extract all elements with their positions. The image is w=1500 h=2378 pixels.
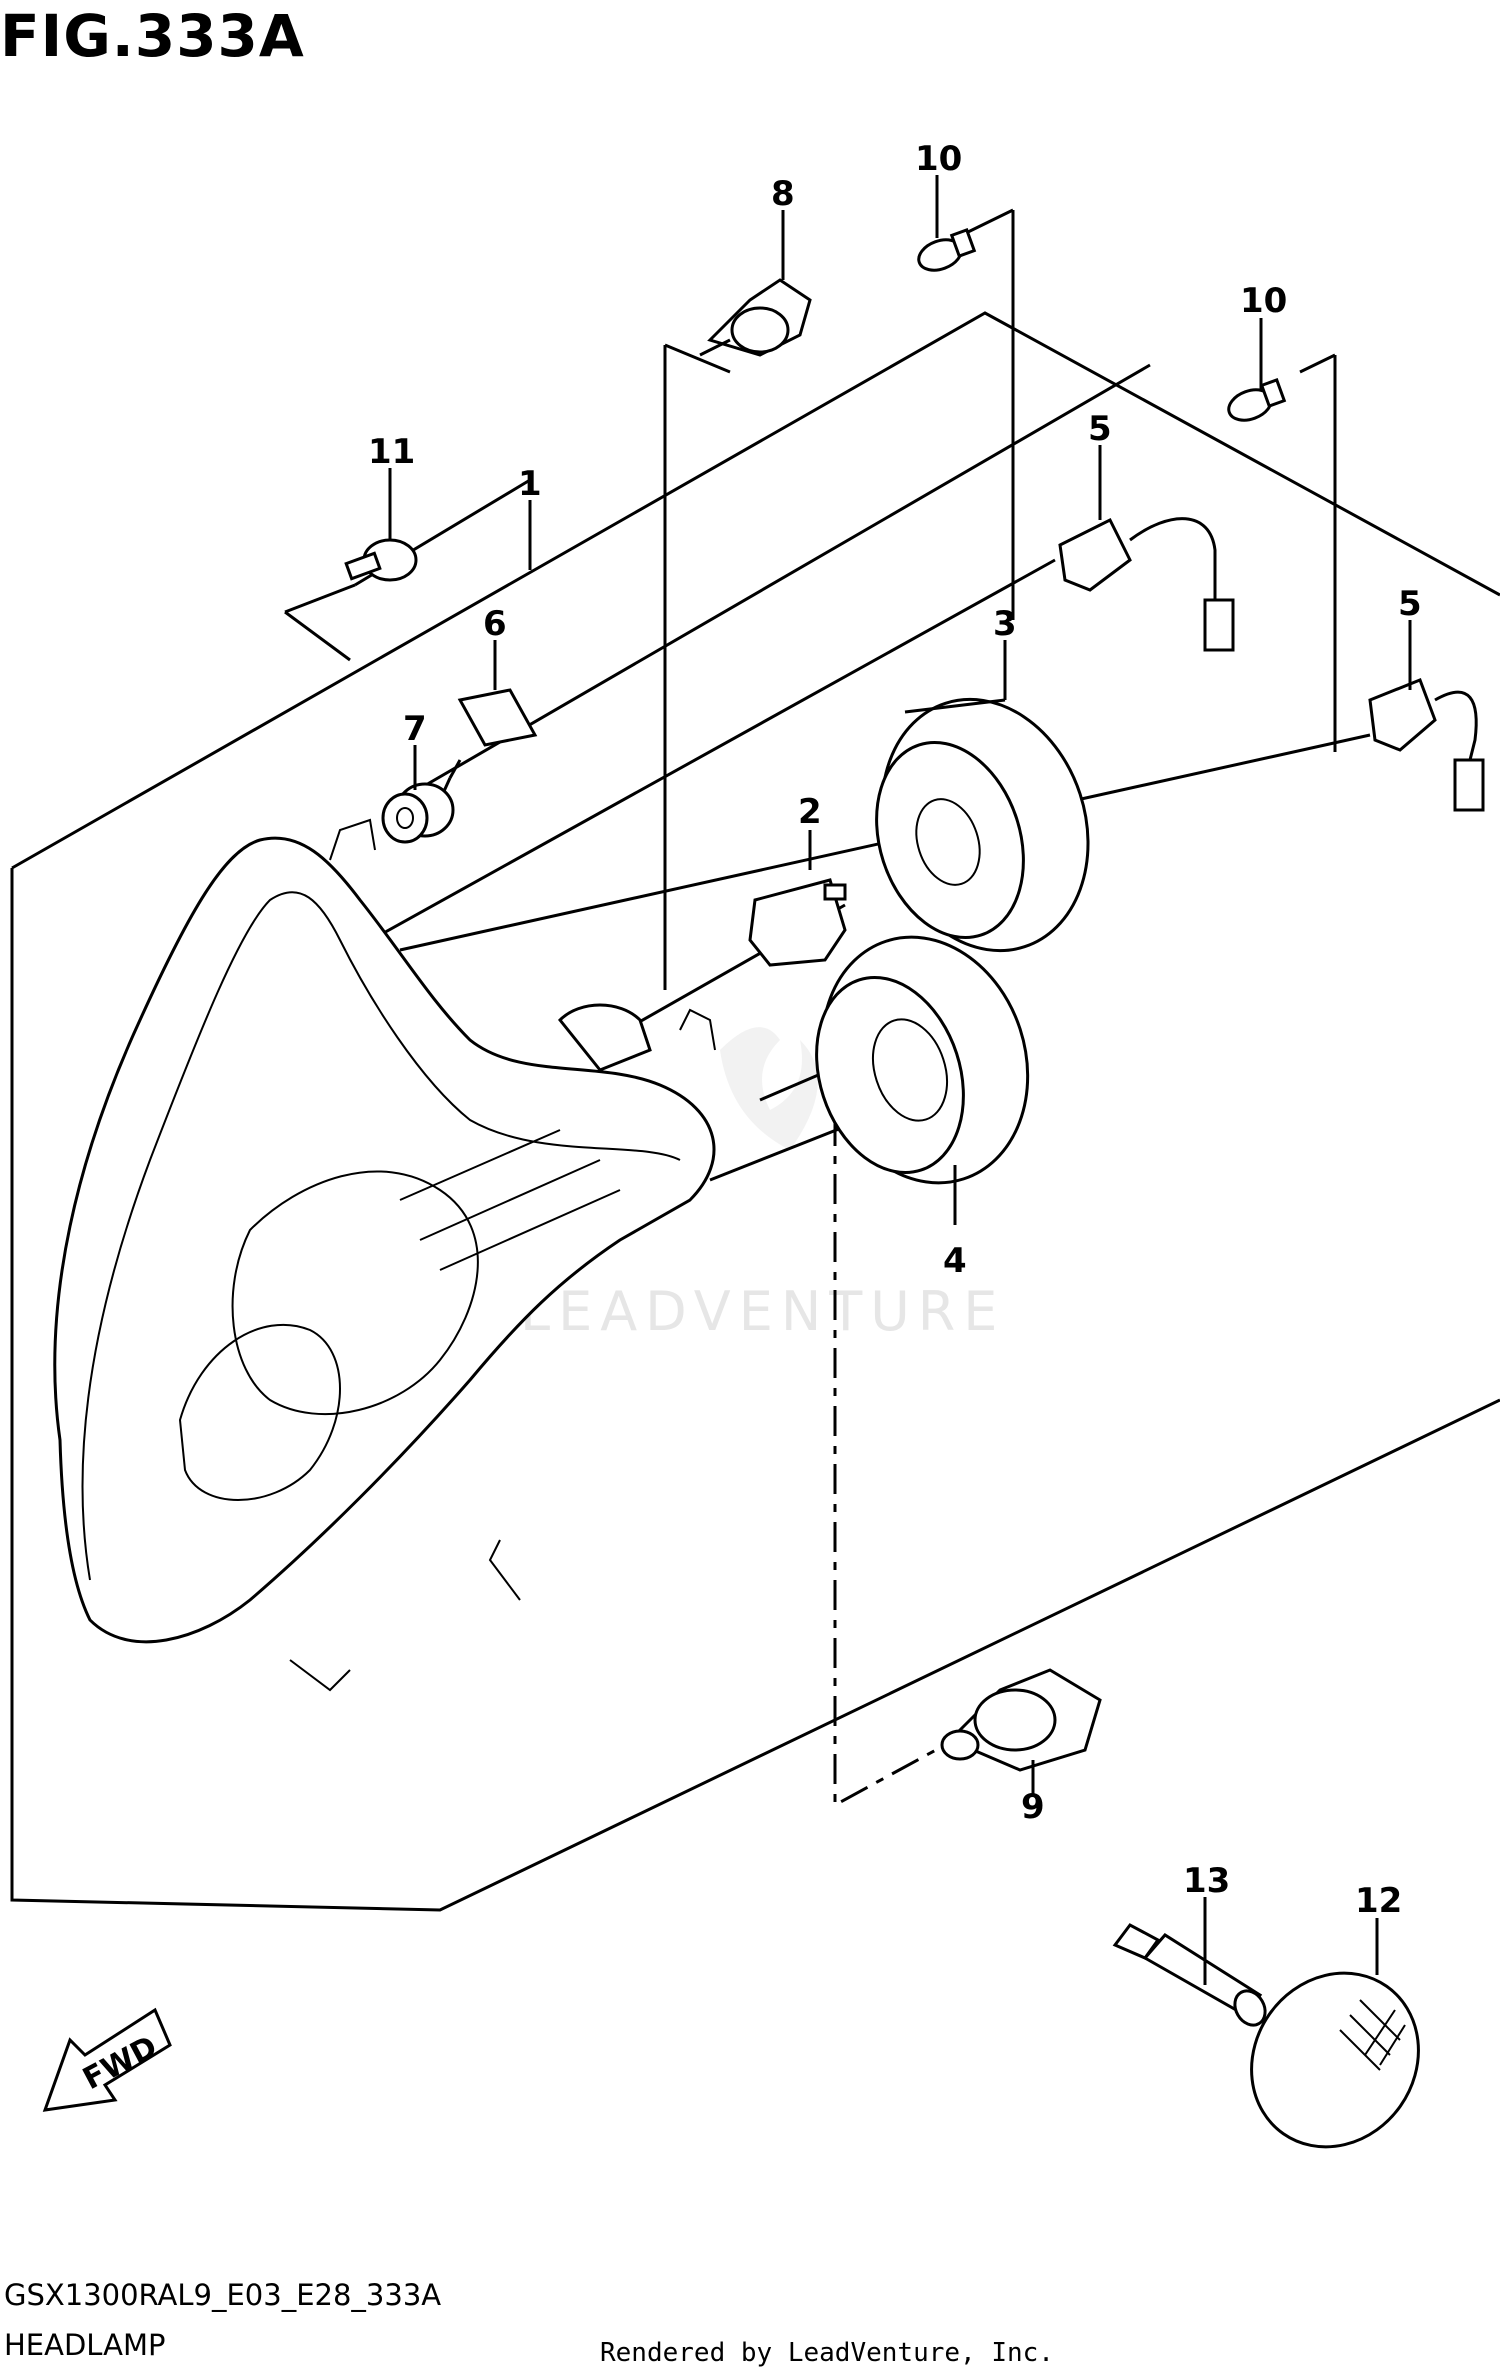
callout-10a: 10 [915, 139, 962, 179]
part-10a-bulb [917, 228, 977, 272]
callout-1: 1 [518, 464, 542, 504]
part-4-ring [815, 935, 1030, 1185]
part-7-grommet [381, 782, 455, 844]
watermark-text: LEADVENTURE [520, 1280, 1005, 1343]
callout-11: 11 [368, 432, 415, 472]
bulb-group-bracket-top [663, 208, 1337, 960]
part-10b-bulb [1227, 378, 1287, 422]
watermark-logo [720, 1027, 818, 1150]
callout-8: 8 [771, 174, 795, 214]
part-5b-socket-harness [1368, 678, 1485, 812]
figure-title: FIG.333A [0, 2, 305, 70]
figure-code: GSX1300RAL9_E03_E28_333A [4, 2278, 442, 2312]
assembly-outline-box [10, 311, 1500, 1912]
part-11-bolt [344, 538, 418, 582]
part-8-bulb [699, 278, 812, 357]
callout-2: 2 [798, 792, 822, 832]
leader-dashed-lines [663, 592, 1337, 1000]
callout-leaders [388, 175, 1412, 1985]
callout-13: 13 [1183, 1861, 1230, 1901]
callout-4: 4 [943, 1241, 967, 1281]
part-12-cap [1250, 1971, 1420, 2149]
render-credit: Rendered by LeadVenture, Inc. [600, 2338, 1054, 2368]
part-13-pin [1112, 1923, 1267, 2027]
bulb-group-bracket-bottom [833, 1000, 946, 1808]
figure-caption: HEADLAMP [4, 2328, 166, 2362]
part-6-label [457, 688, 538, 747]
callout-3: 3 [993, 604, 1017, 644]
callout-9: 9 [1021, 1787, 1045, 1827]
callout-5a: 5 [1088, 409, 1112, 449]
callout-7: 7 [403, 709, 427, 749]
part-3-outer-ring [875, 697, 1090, 953]
callout-5b: 5 [1398, 584, 1422, 624]
fwd-direction-arrow: FWD [42, 2007, 172, 2112]
callout-10b: 10 [1240, 281, 1287, 321]
callout-12: 12 [1355, 1881, 1402, 1921]
callout-6: 6 [483, 604, 507, 644]
headlamp-housing [53, 818, 716, 1692]
part-9-bulb [940, 1668, 1102, 1772]
part-2-socket [748, 878, 847, 967]
part-5a-socket-harness [1058, 517, 1235, 652]
